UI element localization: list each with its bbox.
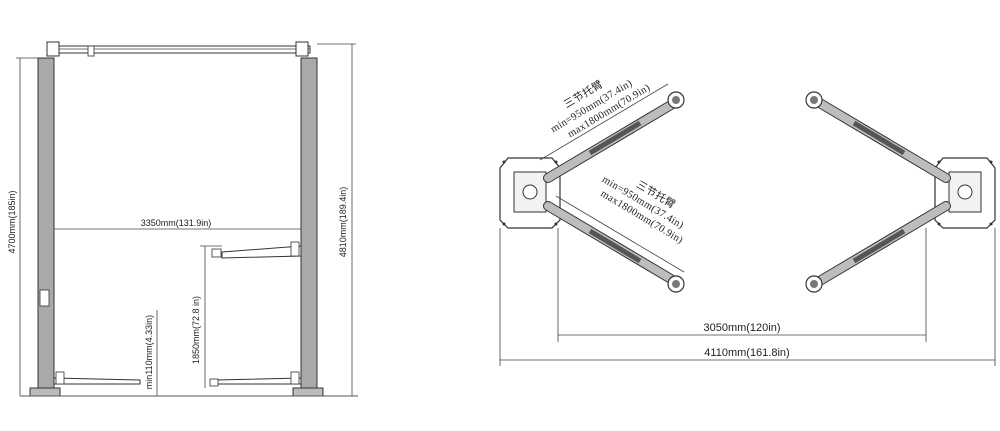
right-post [300, 57, 318, 389]
left-upper-arm [543, 91, 685, 183]
top-view: 三节托臂 min=950mm(37.4in) max1800mm(70.9in)… [499, 77, 996, 366]
min-pad-height-label: min110mm(4.33in) [144, 315, 154, 389]
control-box [39, 289, 50, 307]
left-lower-arm [543, 201, 685, 293]
overall-height-label: 4700mm(185in) [7, 190, 17, 253]
post-height-label: 4810mm(189.4in) [338, 187, 348, 258]
inner-width-label: 3050mm(120in) [703, 322, 780, 334]
right-lower-arm [805, 201, 951, 293]
right-upper-arm [805, 91, 951, 183]
overall-width-label: 4110mm(161.8in) [704, 347, 789, 359]
front-view: 3350mm(131.9in) 4700mm(185in) 4810mm(189… [7, 41, 358, 397]
left-post [37, 57, 55, 389]
post-width-label: 3350mm(131.9in) [141, 218, 212, 228]
lift-height-label: 1850mm(72.8 in) [191, 296, 201, 364]
